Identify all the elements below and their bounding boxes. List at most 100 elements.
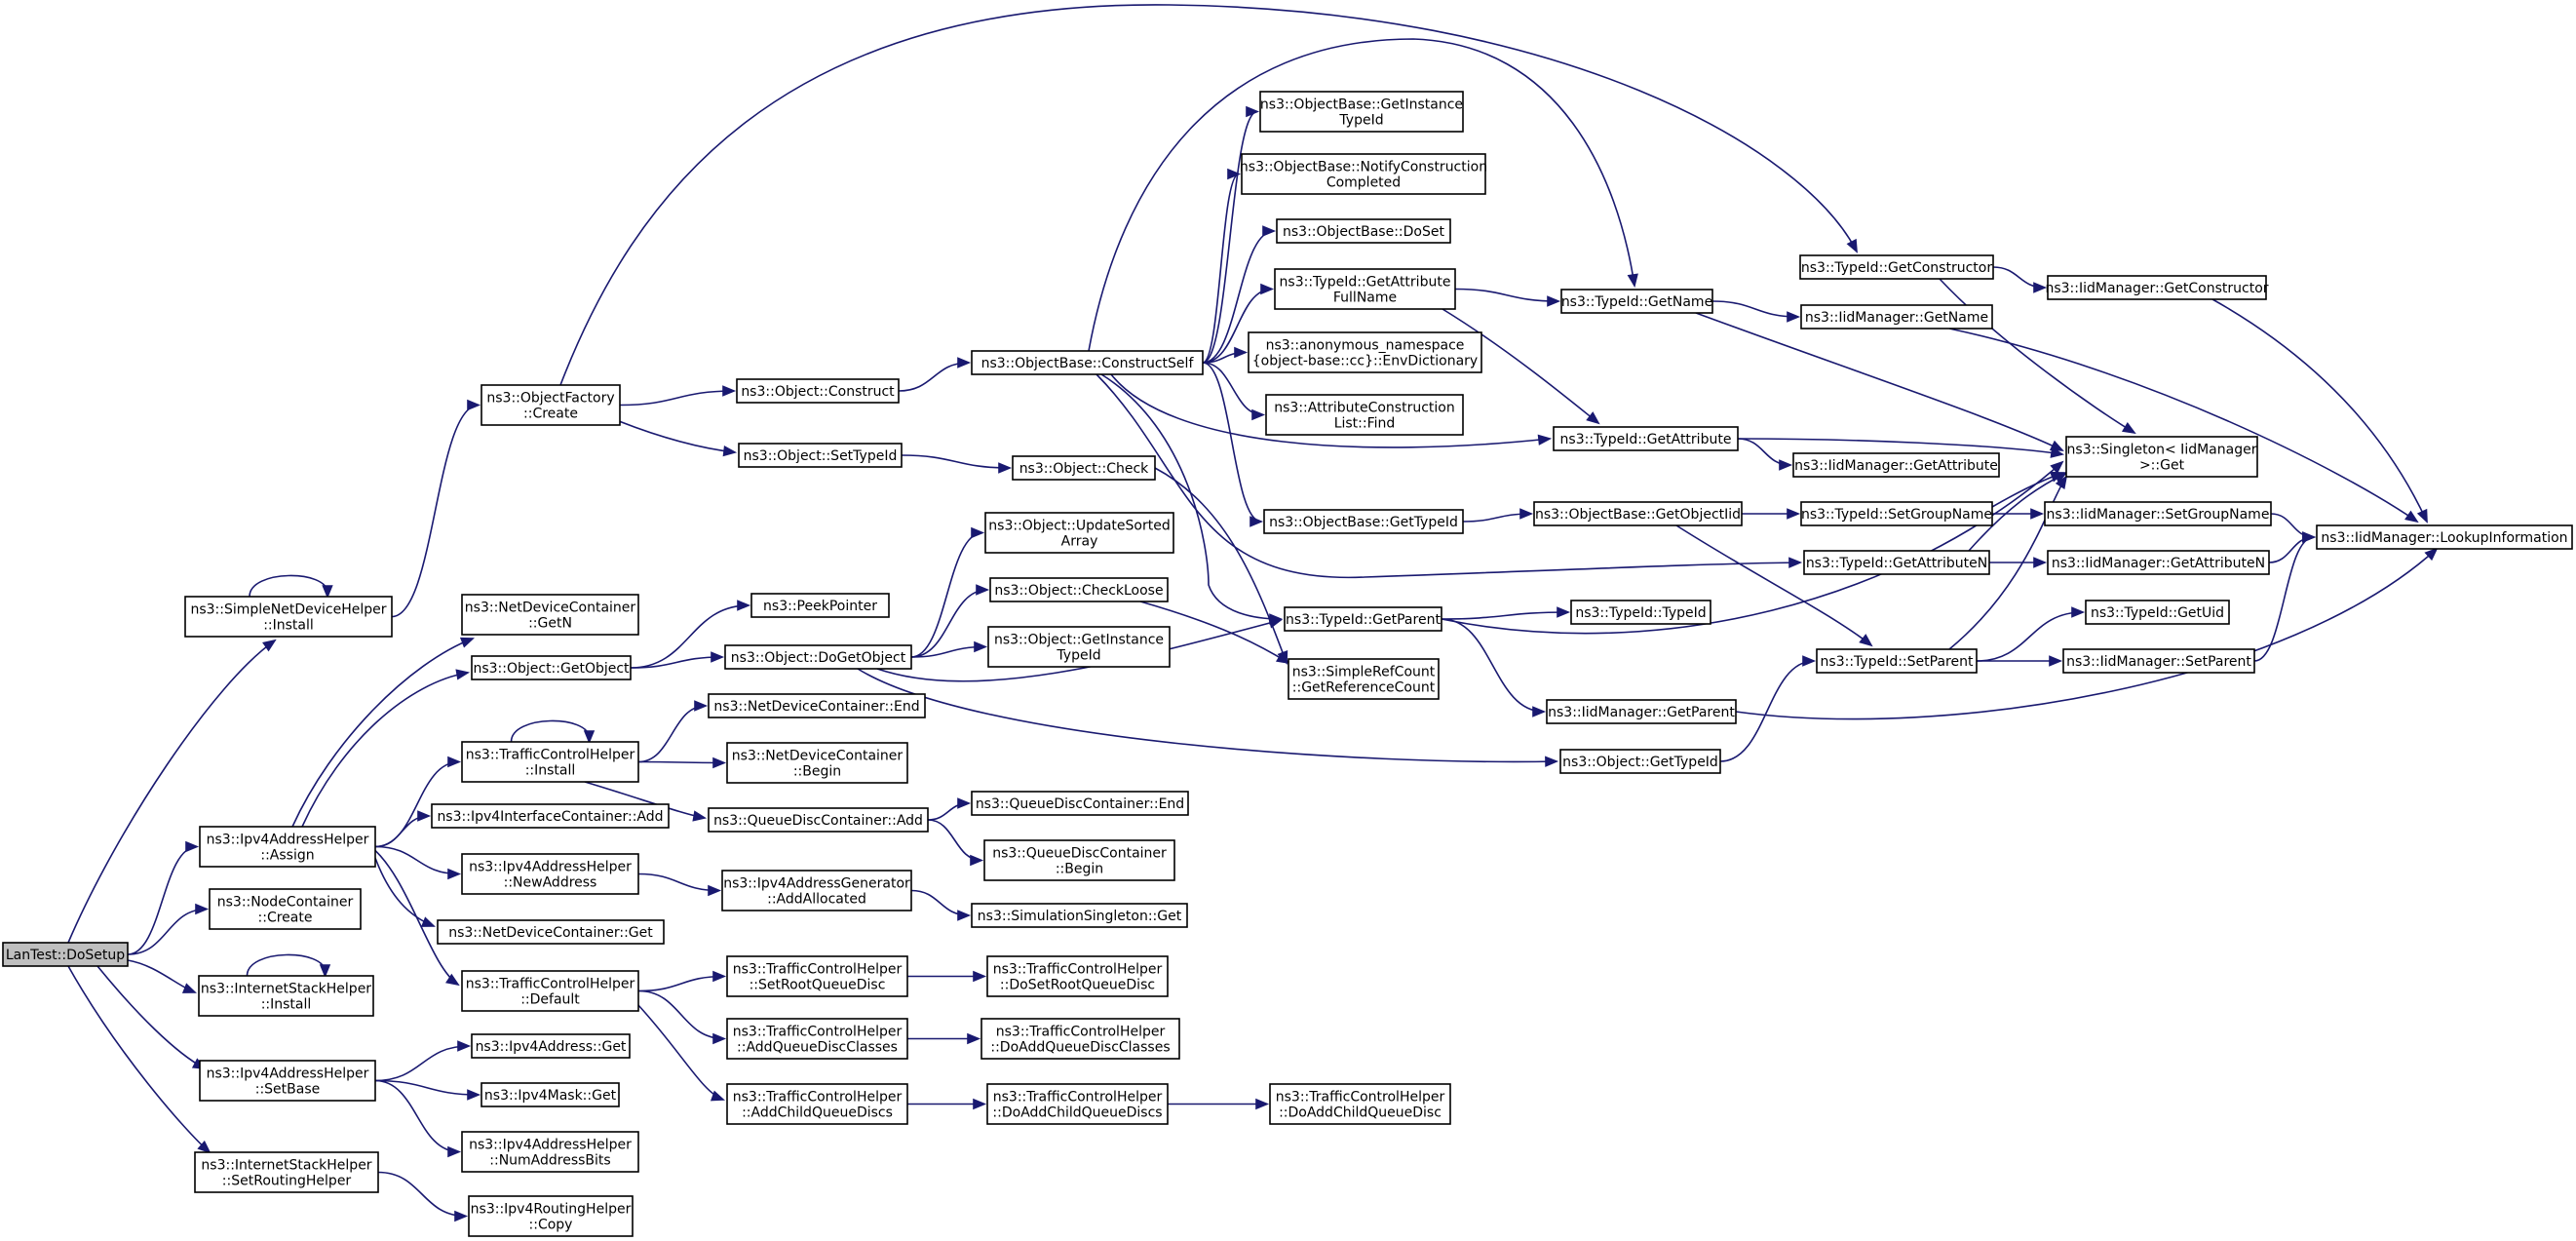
node-ipv4addr-get[interactable]: ns3::Ipv4Address::Get — [471, 1033, 631, 1059]
node-box — [2044, 501, 2272, 526]
node-obj-checkloose[interactable]: ns3::Object::CheckLoose — [989, 577, 1169, 602]
node-ndc-begin[interactable]: ns3::NetDeviceContainer::Begin — [726, 742, 908, 784]
node-tch-doaddchild2[interactable]: ns3::TrafficControlHelper::DoAddChildQue… — [1269, 1083, 1451, 1125]
node-ndc-end[interactable]: ns3::NetDeviceContainer::End — [708, 693, 926, 718]
node-tid-getattribute[interactable]: ns3::TypeId::GetAttribute — [1553, 426, 1739, 451]
edge-ob_getobjectiid-to-tid_setparent — [1675, 524, 1873, 647]
edge-of_create-to-obj_settypeid — [613, 418, 738, 457]
node-iidm-getname[interactable]: ns3::IidManager::GetName — [1800, 304, 1993, 330]
node-obj-gettypeid[interactable]: ns3::Object::GetTypeId — [1559, 749, 1721, 774]
node-obj-check[interactable]: ns3::Object::Check — [1012, 455, 1156, 481]
node-iidm-setparent[interactable]: ns3::IidManager::SetParent — [2062, 648, 2255, 674]
edge-arrowhead — [1557, 606, 1571, 618]
node-tch-doaddqdclasses[interactable]: ns3::TrafficControlHelper::DoAddQueueDis… — [980, 1018, 1180, 1060]
edge-arrowhead — [1275, 651, 1290, 665]
edge-arrowhead — [957, 357, 972, 368]
node-tch-doaddchild[interactable]: ns3::TrafficControlHelper::DoAddChildQue… — [986, 1083, 1169, 1125]
node-ish-install[interactable]: ns3::InternetStackHelper::Install — [198, 975, 374, 1017]
node-ob-constructself[interactable]: ns3::ObjectBase::ConstructSelf — [971, 350, 1204, 375]
node-tid-typeid[interactable]: ns3::TypeId::TypeId — [1570, 600, 1711, 625]
edge-arrowhead — [1545, 756, 1559, 767]
node-iidm-setgroupname[interactable]: ns3::IidManager::SetGroupName — [2044, 501, 2272, 526]
edge-arrowhead — [1859, 634, 1873, 647]
node-label: ::DoAddChildQueueDisc — [1279, 1105, 1442, 1121]
edge-line — [67, 640, 276, 944]
node-anon-envdict[interactable]: ns3::anonymous_namespace{object-base::cc… — [1248, 331, 1482, 373]
node-tid-setgroupname[interactable]: ns3::TypeId::SetGroupName — [1800, 501, 1993, 526]
node-obj-settypeid[interactable]: ns3::Object::SetTypeId — [738, 443, 903, 468]
node-label: LanTest::DoSetup — [6, 948, 125, 963]
node-tch-dosetroot[interactable]: ns3::TrafficControlHelper::DoSetRootQueu… — [986, 955, 1169, 997]
node-box — [2062, 648, 2255, 674]
node-nc-create[interactable]: ns3::NodeContainer::Create — [209, 888, 362, 930]
node-ob-doset[interactable]: ns3::ObjectBase::DoSet — [1276, 218, 1451, 244]
node-ipv4ag-addalloc[interactable]: ns3::Ipv4AddressGenerator::AddAllocated — [721, 870, 912, 911]
node-tch-addchild[interactable]: ns3::TrafficControlHelper::AddChildQueue… — [726, 1083, 908, 1125]
node-root[interactable]: LanTest::DoSetup — [2, 942, 129, 967]
node-box — [184, 596, 393, 638]
node-ipv4ic-add[interactable]: ns3::Ipv4InterfaceContainer::Add — [431, 803, 670, 829]
node-tid-getuid[interactable]: ns3::TypeId::GetUid — [2085, 600, 2230, 625]
node-obj-dogetobject[interactable]: ns3::Object::DoGetObject — [724, 644, 912, 670]
node-label: ns3::TypeId::GetName — [1561, 294, 1712, 310]
node-label: ns3::Singleton< IidManager — [2067, 443, 2257, 458]
node-ipv4-assign[interactable]: ns3::Ipv4AddressHelper::Assign — [199, 826, 376, 868]
node-tid-getname[interactable]: ns3::TypeId::GetName — [1560, 289, 1713, 314]
edge-line — [1939, 278, 2135, 434]
node-ob-notifyconstruction[interactable]: ns3::ObjectBase::NotifyConstructionCompl… — [1240, 153, 1487, 195]
node-iidm-getparent[interactable]: ns3::IidManager::GetParent — [1546, 699, 1737, 724]
node-qdc-end[interactable]: ns3::QueueDiscContainer::End — [971, 791, 1189, 816]
node-tid-getconstructor[interactable]: ns3::TypeId::GetConstructor — [1799, 254, 1994, 280]
node-obj-construct[interactable]: ns3::Object::Construct — [736, 378, 900, 404]
edge-arrowhead — [711, 651, 725, 663]
node-iidm-getattribute[interactable]: ns3::IidManager::GetAttribute — [1792, 452, 2000, 478]
node-tch-install[interactable]: ns3::TrafficControlHelper::Install — [461, 741, 639, 783]
node-iidm-getattributen[interactable]: ns3::IidManager::GetAttributeN — [2047, 550, 2270, 575]
node-ish-setrouting[interactable]: ns3::InternetStackHelper::SetRoutingHelp… — [194, 1151, 379, 1193]
node-ipv4-setbase[interactable]: ns3::Ipv4AddressHelper::SetBase — [199, 1060, 376, 1102]
node-label: ns3::Object::GetTypeId — [1562, 755, 1718, 770]
edge-ish_install-to-ish_install — [246, 953, 331, 979]
node-ob-getobjectiid[interactable]: ns3::ObjectBase::GetObjectIid — [1533, 501, 1743, 526]
edge-arrowhead — [445, 973, 460, 987]
node-iidm-lookup[interactable]: ns3::IidManager::LookupInformation — [2316, 524, 2573, 550]
node-simsingleton-get[interactable]: ns3::SimulationSingleton::Get — [971, 903, 1188, 928]
edge-line — [369, 845, 459, 986]
node-box — [1269, 1083, 1451, 1125]
node-tid-setparent[interactable]: ns3::TypeId::SetParent — [1816, 648, 1978, 674]
node-ipv4mask-get[interactable]: ns3::Ipv4Mask::Get — [481, 1082, 620, 1107]
node-box — [1248, 331, 1482, 373]
node-ipv4rh-copy[interactable]: ns3::Ipv4RoutingHelper::Copy — [468, 1195, 634, 1237]
node-ob-gettypeid[interactable]: ns3::ObjectBase::GetTypeId — [1263, 509, 1464, 534]
node-peekpointer[interactable]: ns3::PeekPointer — [750, 593, 890, 618]
node-of-create[interactable]: ns3::ObjectFactory::Create — [481, 384, 621, 426]
edge-obj_dogetobject-to-obj_getinstancetypeid — [910, 640, 988, 658]
edge-arrowhead — [447, 868, 462, 880]
node-obj-getobject[interactable]: ns3::Object::GetObject — [471, 655, 632, 680]
edge-tid_getattrfullname-to-tid_getattribute — [1442, 308, 1600, 425]
node-label: ns3::IidManager::SetGroupName — [2047, 507, 2270, 523]
node-iidm-getconstructor[interactable]: ns3::IidManager::GetConstructor — [2045, 275, 2269, 300]
node-tid-getparent[interactable]: ns3::TypeId::GetParent — [1284, 606, 1442, 632]
node-label: ns3::QueueDiscContainer::End — [976, 796, 1184, 812]
node-tid-getattributen[interactable]: ns3::TypeId::GetAttributeN — [1803, 550, 1990, 575]
node-singleton-get[interactable]: ns3::Singleton< IidManager>::Get — [2065, 436, 2258, 478]
node-ipv4-newaddr[interactable]: ns3::Ipv4AddressHelper::NewAddress — [461, 853, 639, 895]
node-sndh-install[interactable]: ns3::SimpleNetDeviceHelper::Install — [184, 596, 393, 638]
node-tch-default[interactable]: ns3::TrafficControlHelper::Default — [461, 970, 639, 1012]
node-tch-setroot[interactable]: ns3::TrafficControlHelper::SetRootQueueD… — [726, 955, 908, 997]
node-tch-addqdclasses[interactable]: ns3::TrafficControlHelper::AddQueueDiscC… — [726, 1018, 908, 1060]
edge-tid_getattributen-to-iidm_getattributen — [1989, 557, 2048, 568]
node-simplerefcount[interactable]: ns3::SimpleRefCount::GetReferenceCount — [1288, 658, 1440, 700]
node-ndc-get[interactable]: ns3::NetDeviceContainer::Get — [437, 919, 665, 945]
node-ndc-getn[interactable]: ns3::NetDeviceContainer::GetN — [461, 594, 639, 636]
node-ipv4-numaddrbits[interactable]: ns3::Ipv4AddressHelper::NumAddressBits — [461, 1131, 639, 1173]
node-qdc-begin[interactable]: ns3::QueueDiscContainer::Begin — [983, 839, 1175, 881]
edge-arrowhead — [722, 385, 737, 397]
node-qdc-add[interactable]: ns3::QueueDiscContainer::Add — [708, 807, 929, 833]
